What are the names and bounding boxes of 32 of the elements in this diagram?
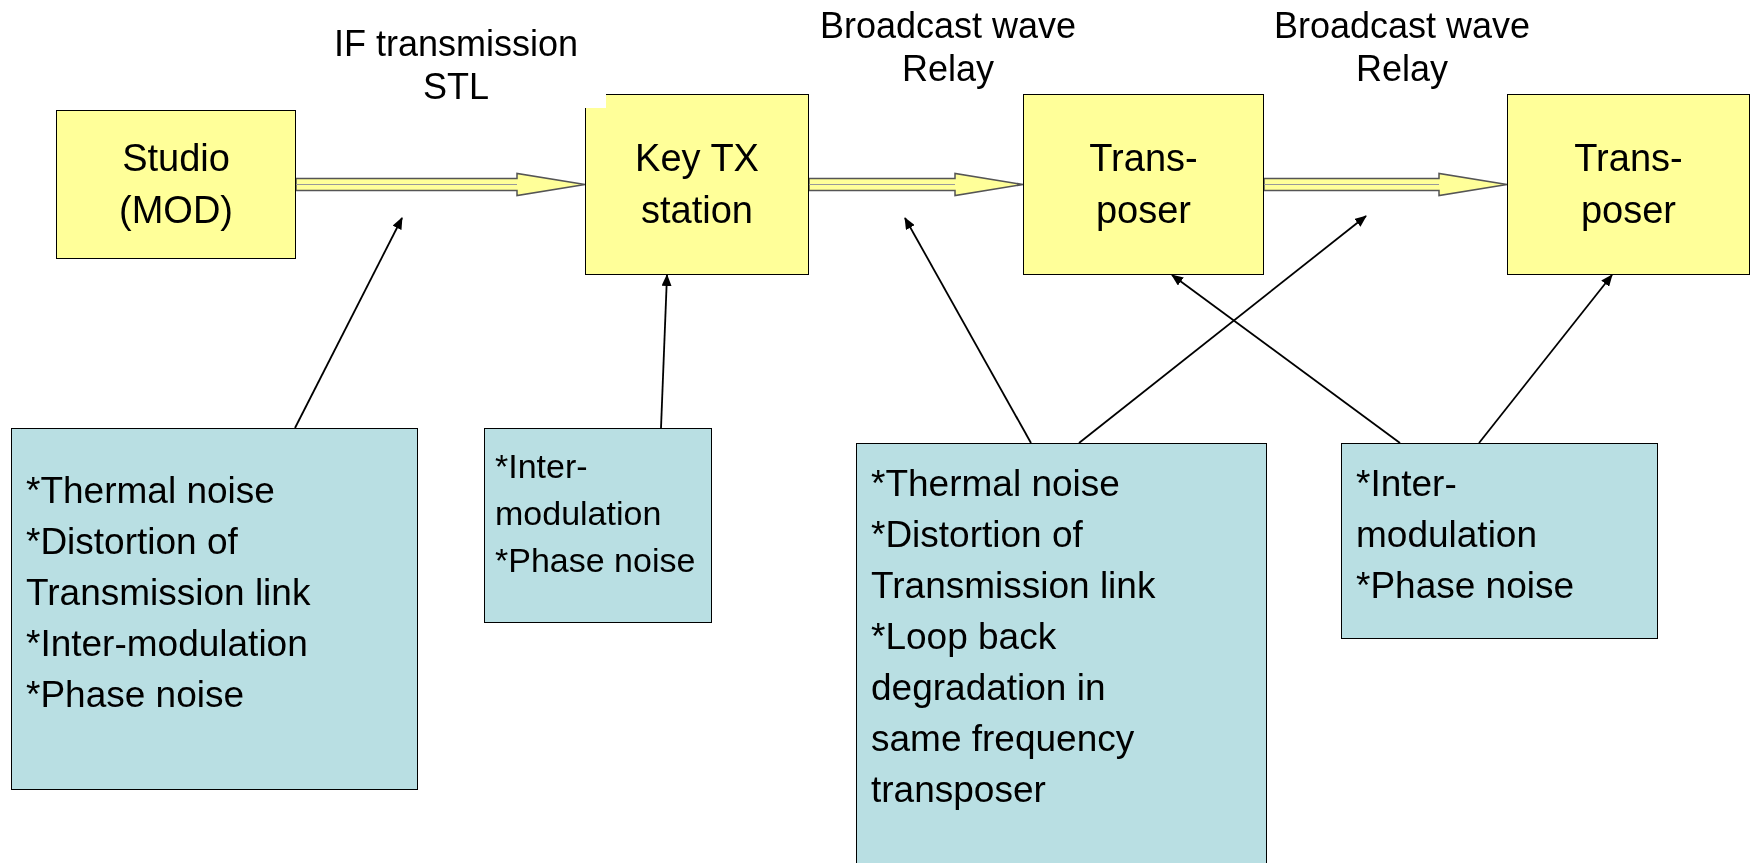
station-label: Studio (MOD)	[118, 136, 234, 233]
noise-item: *Phase noise	[1356, 564, 1576, 609]
noise-item: *Thermal noise	[871, 462, 1121, 506]
signal-arrow	[808, 172, 1024, 197]
station-box	[1507, 94, 1750, 275]
noise-source-box	[856, 443, 1267, 863]
leader-arrow	[660, 274, 672, 429]
leader-arrow	[1078, 215, 1367, 444]
noise-item: *Loop back degradation in same frequency transposer	[871, 615, 1136, 813]
noise-item: *Phase noise	[495, 539, 697, 581]
noise-source-box	[484, 428, 712, 623]
leader-arrow	[294, 217, 403, 429]
noise-item: *Inter-modulation	[495, 446, 663, 534]
station-label: Trans- poser	[1573, 136, 1684, 233]
leader-arrow	[1171, 274, 1401, 444]
leader-arrow	[904, 217, 1032, 444]
signal-arrow	[1263, 172, 1508, 197]
noise-item: *Inter-modulation	[1356, 462, 1538, 558]
station-label: Trans- poser	[1088, 136, 1199, 233]
noise-item: *Distortion of Transmission link	[871, 513, 1157, 609]
noise-item: *Distortion of Transmission link	[26, 520, 312, 616]
station-box	[1023, 94, 1264, 275]
noise-item: *Phase noise	[26, 673, 246, 718]
leader-arrow	[1478, 274, 1613, 444]
noise-source-box	[11, 428, 418, 790]
noise-source-box	[1341, 443, 1658, 639]
signal-arrow	[295, 172, 586, 197]
station-box	[585, 94, 809, 275]
station-label: Key TX station	[634, 136, 760, 233]
noise-item: *Thermal noise	[26, 469, 276, 513]
noise-item: *Inter-modulation	[26, 622, 309, 667]
station-box	[56, 110, 296, 259]
